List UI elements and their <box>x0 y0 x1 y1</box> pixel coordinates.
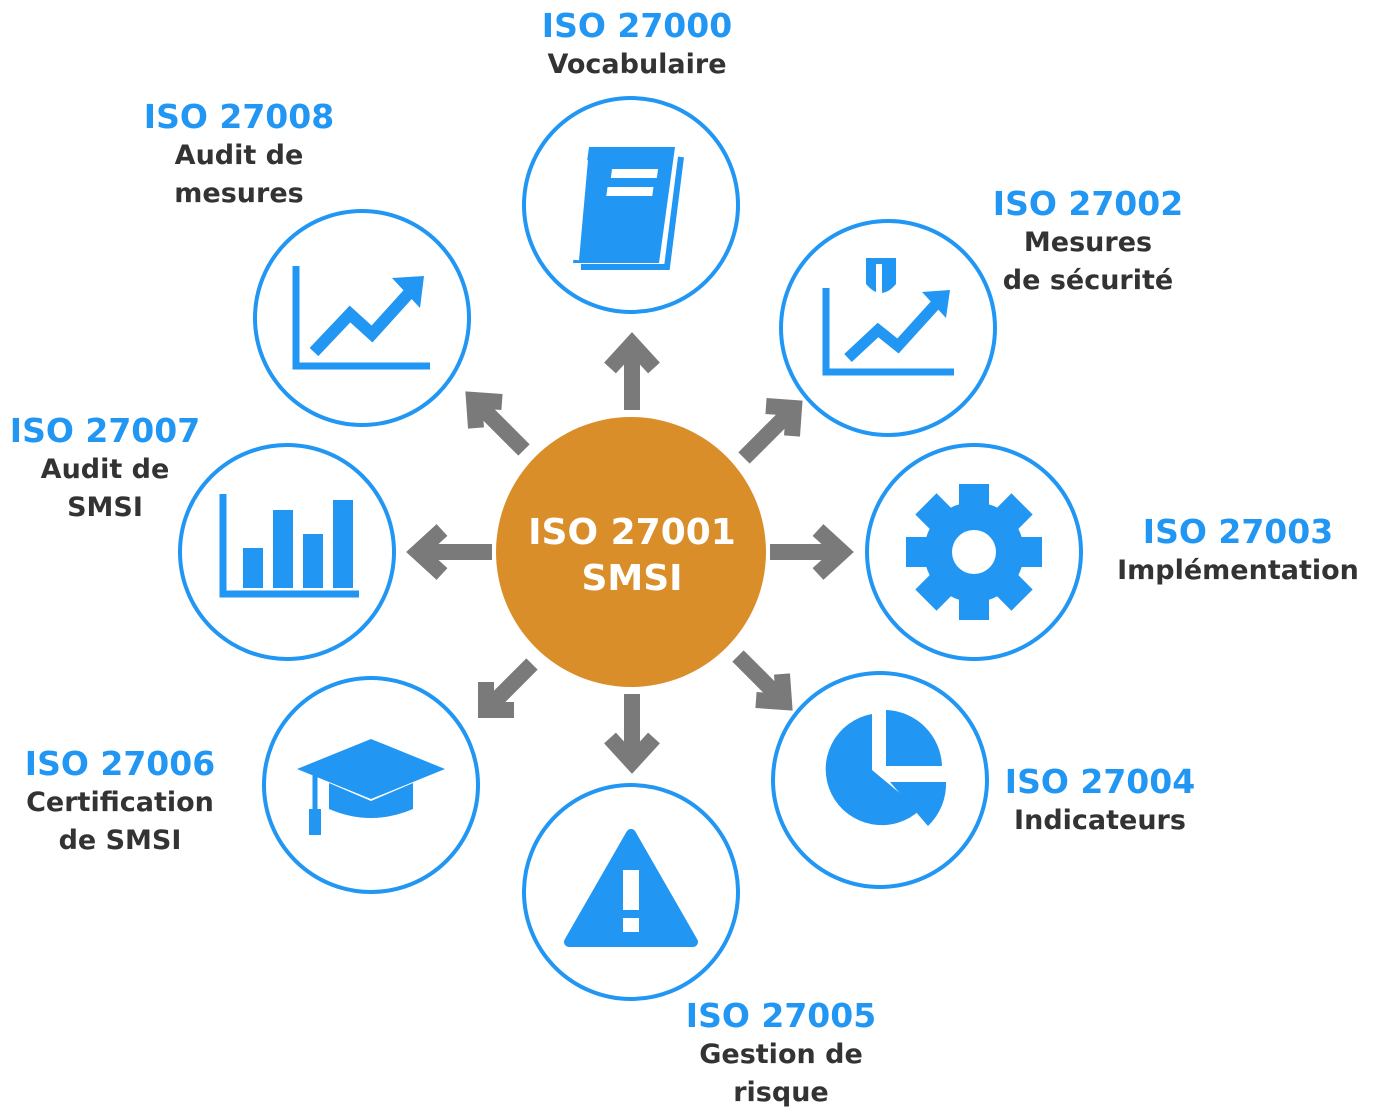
desc-27004-line1: Indicateurs <box>1014 805 1186 836</box>
book-icon <box>573 147 684 270</box>
arrow-to-27003 <box>770 524 854 580</box>
desc-27003-line1: Implémentation <box>1117 555 1359 586</box>
bar-chart-icon <box>219 494 359 598</box>
arrow-to-27006 <box>478 658 538 718</box>
desc-27006-line1: Certification <box>26 787 214 818</box>
code-27007: ISO 27007 <box>9 411 201 450</box>
desc-27005-line2: risque <box>733 1077 829 1108</box>
desc-27002-line1: Mesures <box>1023 227 1153 258</box>
code-27004: ISO 27004 <box>1004 762 1196 801</box>
arrow-to-27005 <box>604 694 660 774</box>
center-circle <box>496 417 766 687</box>
center-label: ISO 27001 SMSI <box>497 510 767 602</box>
arrow-to-27008 <box>465 391 530 456</box>
desc-27002-line2: de sécurité <box>1002 265 1174 296</box>
desc-27006-line2: de SMSI <box>58 825 182 856</box>
shield-chart-icon <box>822 258 954 376</box>
label-27002: ISO 27002 Mesures de sécurité <box>978 184 1198 300</box>
gear-icon <box>906 484 1042 620</box>
label-27003: ISO 27003 Implémentation <box>1103 512 1373 590</box>
label-27007: ISO 27007 Audit de SMSI <box>2 411 208 527</box>
trend-chart-icon <box>292 266 430 370</box>
arrow-to-27007 <box>406 524 492 580</box>
pie-chart-icon <box>825 710 947 826</box>
code-27005: ISO 27005 <box>685 996 877 1035</box>
desc-27008-line1: Audit de <box>174 140 304 171</box>
arrow-to-27004 <box>732 650 793 711</box>
code-27002: ISO 27002 <box>992 184 1184 223</box>
label-27006: ISO 27006 Certification de SMSI <box>10 744 230 860</box>
center-line-1: ISO 27001 <box>528 512 736 553</box>
desc-27007-line1: Audit de <box>40 454 170 485</box>
code-27003: ISO 27003 <box>1142 512 1334 551</box>
code-27008: ISO 27008 <box>143 97 335 136</box>
warning-icon <box>564 829 698 947</box>
label-27008: ISO 27008 Audit de mesures <box>134 97 344 213</box>
code-27000: ISO 27000 <box>541 6 733 45</box>
desc-27008-line2: mesures <box>174 178 304 209</box>
graduation-cap-icon <box>297 739 445 835</box>
desc-27000-line1: Vocabulaire <box>547 49 727 80</box>
code-27006: ISO 27006 <box>24 744 216 783</box>
label-27000: ISO 27000 Vocabulaire <box>537 6 737 84</box>
desc-27007-line2: SMSI <box>67 492 143 523</box>
node-circle-27002 <box>779 219 997 437</box>
arrows <box>406 332 854 774</box>
label-27004: ISO 27004 Indicateurs <box>995 762 1205 840</box>
arrow-to-27002 <box>738 398 803 464</box>
arrow-to-27000 <box>604 332 660 410</box>
desc-27005-line1: Gestion de <box>699 1039 863 1070</box>
label-27005: ISO 27005 Gestion de risque <box>676 996 886 1112</box>
center-line-2: SMSI <box>581 558 683 599</box>
